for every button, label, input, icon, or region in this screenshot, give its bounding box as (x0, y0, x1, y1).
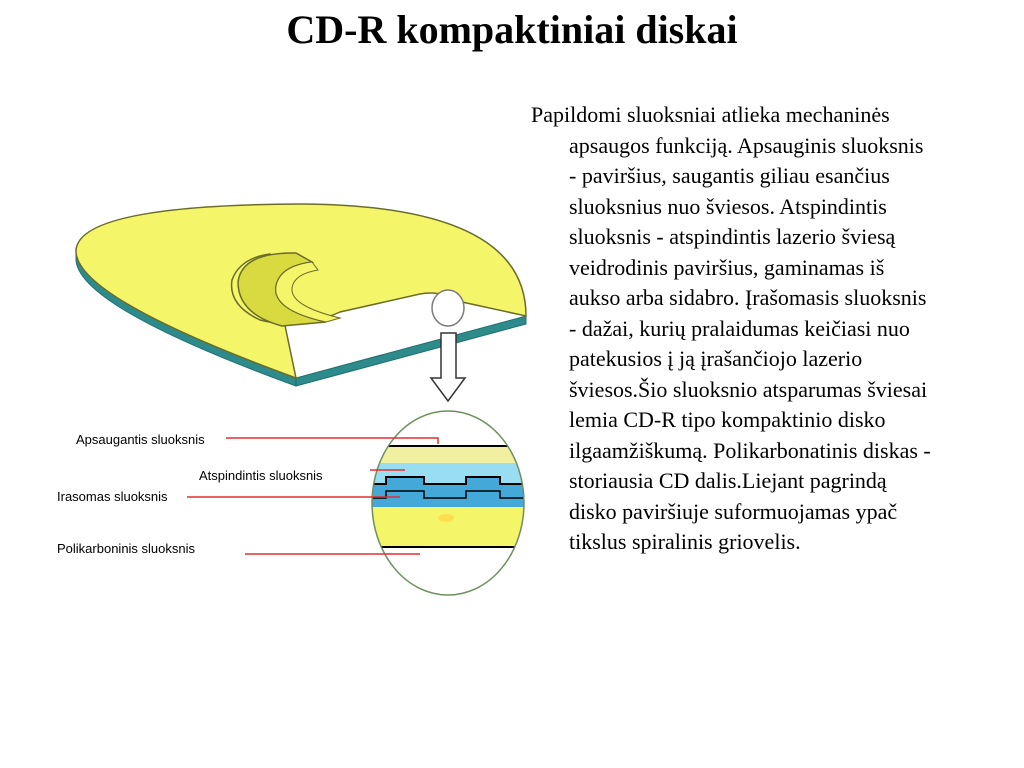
description-paragraph: Papildomi sluoksniai atlieka mechaninės … (531, 102, 931, 554)
label-reflective: Atspindintis sluoksnis (199, 468, 323, 483)
disc-cut-edge (295, 315, 527, 387)
cd-layers-diagram: Apsaugantis sluoksnis Atspindintis sluok… (57, 203, 527, 596)
recording-layer-edge (372, 476, 524, 485)
slide-title: CD-R kompaktiniai diskai (286, 7, 738, 52)
groove-line (372, 490, 524, 499)
zoom-spot (431, 289, 465, 327)
disc-top-surface (75, 203, 527, 380)
disc-cutaway (75, 203, 527, 387)
down-arrow (429, 332, 467, 403)
label-protective: Apsaugantis sluoksnis (76, 432, 205, 447)
recording-layer (372, 477, 524, 507)
pointer-protective (226, 437, 439, 444)
label-recording: Irasomas sluoksnis (57, 489, 168, 504)
disc-hub-inner (275, 261, 342, 323)
polycarbonate-layer (372, 507, 524, 547)
cross-section-lens (371, 410, 525, 596)
laser-spot (438, 514, 454, 522)
label-polycarbonate: Polikarboninis sluoksnis (57, 541, 196, 556)
lens-outline (371, 410, 525, 596)
protective-layer (372, 446, 524, 463)
pointer-lines (187, 437, 439, 555)
